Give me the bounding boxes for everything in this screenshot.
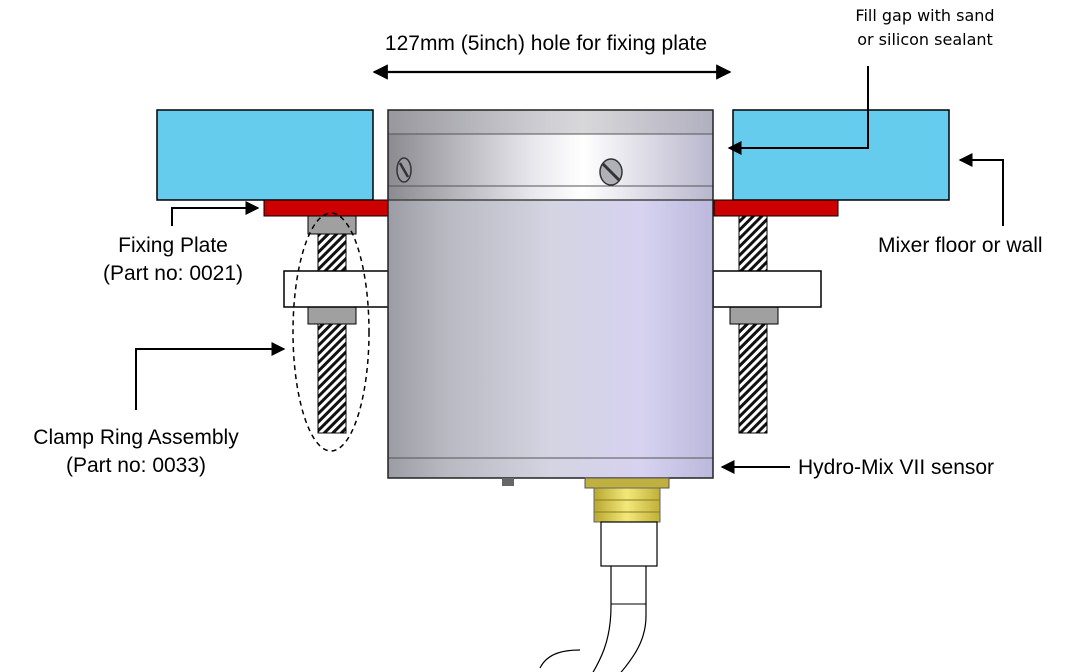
nut-left-lower xyxy=(307,305,357,325)
hole-size-label: 127mm (5inch) hole for fixing plate xyxy=(384,32,708,55)
fixing-plate-label-line1: Fixing Plate xyxy=(118,234,228,257)
mixer-wall-leader-arrow xyxy=(958,153,1004,226)
gap-fill-label: Fill gap with sand or silicon sealant xyxy=(840,4,1010,52)
clamp-ring-highlight xyxy=(292,212,370,452)
gap-fill-label-line1: Fill gap with sand xyxy=(855,6,995,25)
gap-fill-label-line2: or silicon sealant xyxy=(857,30,993,49)
fixing-plate-label: Fixing Plate (Part no: 0021) xyxy=(68,232,278,288)
stud-left-lower xyxy=(317,322,347,434)
sensor-cable xyxy=(592,566,647,672)
clamp-ring-leader-arrow xyxy=(135,342,286,410)
sensor-connector xyxy=(584,477,670,567)
hydro-mix-sensor xyxy=(387,109,714,486)
sensor-label: Hydro-Mix VII sensor xyxy=(798,456,995,479)
stud-right-lower xyxy=(738,322,768,434)
nut-left-upper xyxy=(307,215,357,235)
fixing-plate-leader-arrow xyxy=(171,201,260,226)
gap-leader-arrow xyxy=(727,66,869,155)
mixer-wall-left xyxy=(156,109,374,201)
fixing-plate-label-line2: (Part no: 0021) xyxy=(102,262,244,285)
screw-icon xyxy=(599,158,623,186)
clamp-ring-label-line1: Clamp Ring Assembly xyxy=(33,426,239,449)
stud-right-upper xyxy=(738,215,768,274)
screw-icon xyxy=(396,157,412,183)
fixing-plate-right xyxy=(713,199,839,217)
clamp-ring-left xyxy=(283,270,391,308)
clamp-ring-label-line2: (Part no: 0033) xyxy=(65,454,207,477)
stud-left-upper xyxy=(317,232,347,274)
mixer-wall-right xyxy=(732,109,950,201)
clamp-ring-label: Clamp Ring Assembly (Part no: 0033) xyxy=(4,424,268,480)
mixer-wall-label: Mixer floor or wall xyxy=(878,234,1043,257)
nut-right-lower xyxy=(729,305,779,325)
clamp-ring-right xyxy=(712,270,822,308)
